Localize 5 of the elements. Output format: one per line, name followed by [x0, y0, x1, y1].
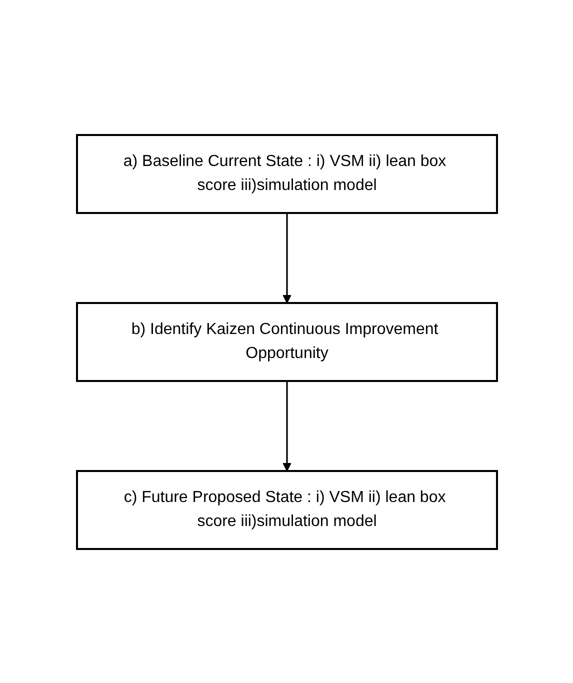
node-box: c) Future Proposed State : i) VSM ii) lean box score iii)simulation model [76, 470, 498, 550]
node-box: a) Baseline Current State : i) VSM ii) lean box score iii)simulation model [76, 134, 498, 214]
arrow [282, 212, 291, 303]
node-box: b) Identify Kaizen Continuous Improvement Opportunity [76, 302, 498, 382]
arrow [282, 380, 291, 471]
